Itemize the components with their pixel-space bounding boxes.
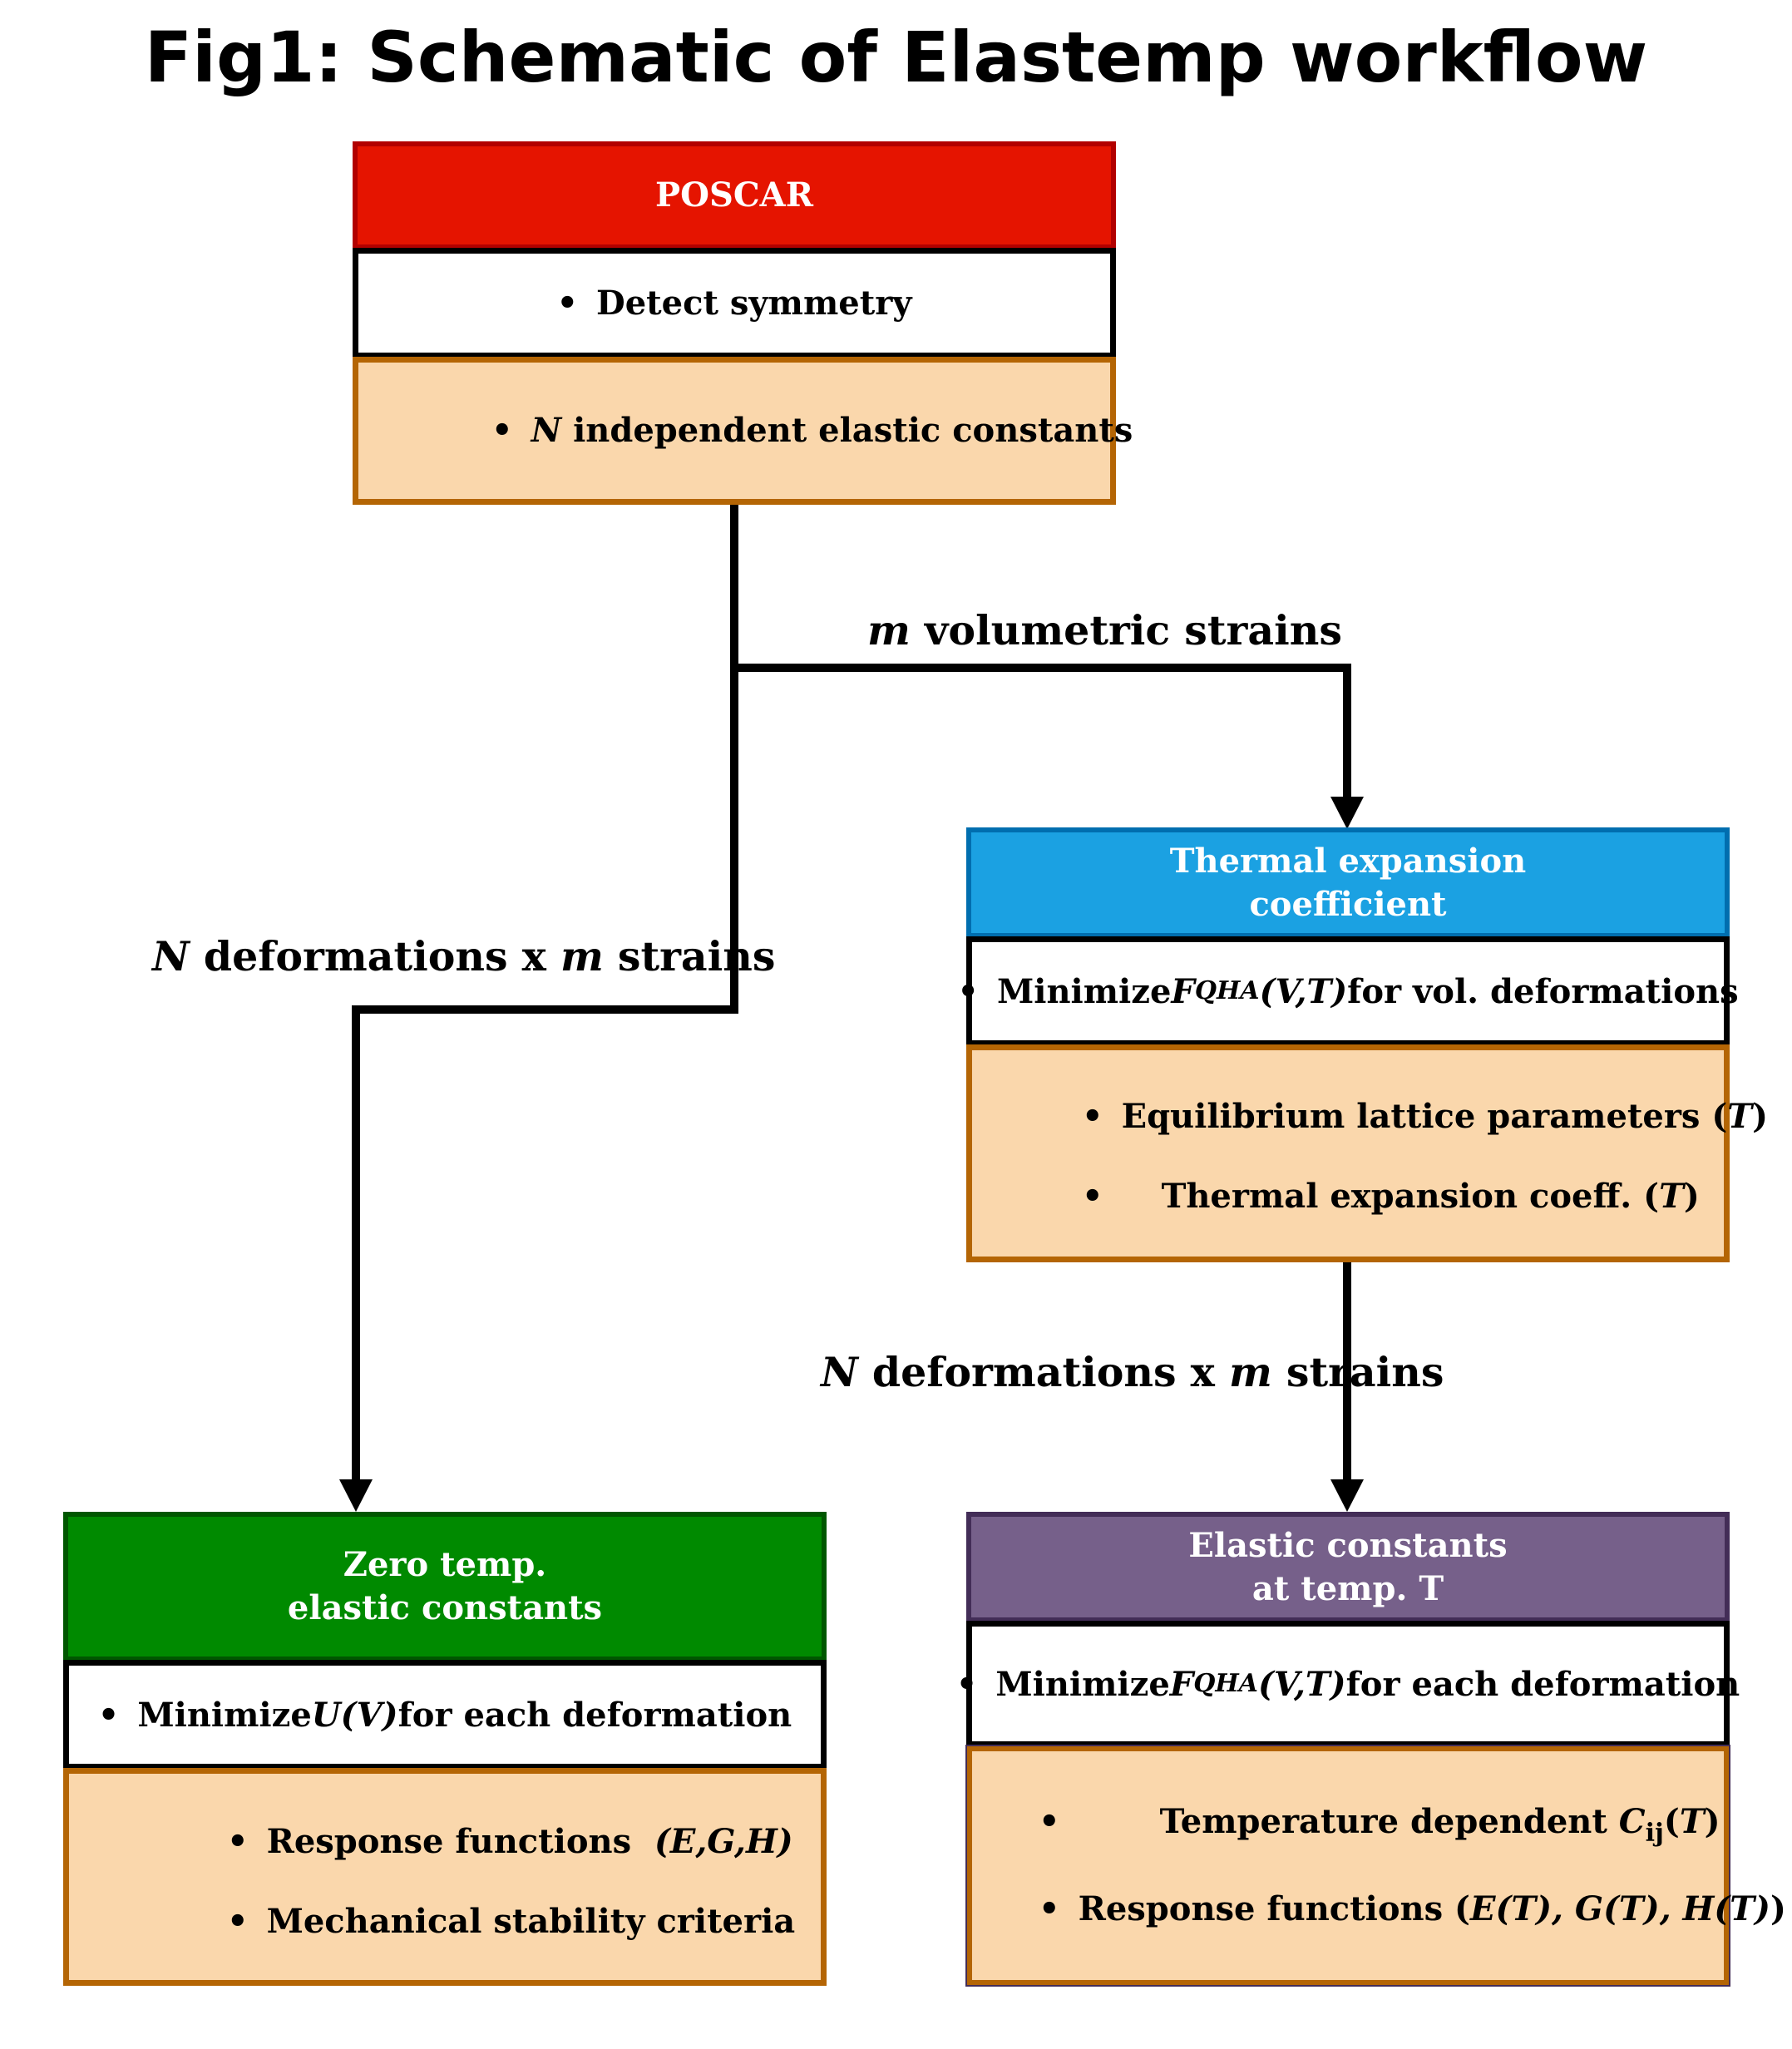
thermal-header: Thermal expansion coefficient xyxy=(966,827,1730,938)
elastic-t-out1-C: C xyxy=(1618,1802,1646,1841)
label-text: strains xyxy=(603,932,776,980)
bullet-icon: • xyxy=(97,1695,120,1735)
zero-step-U: U(V) xyxy=(311,1695,398,1735)
thermal-out2-T: T xyxy=(1659,1177,1684,1216)
label-text: deformations x xyxy=(189,932,560,980)
bullet-icon: • xyxy=(1082,1177,1103,1216)
zero-out2: Mechanical stability criteria xyxy=(266,1902,796,1941)
connector-poscar-to-zero xyxy=(352,668,738,1484)
poscar-step: • Detect symmetry xyxy=(353,248,1116,358)
label-text: strains xyxy=(1271,1348,1444,1396)
zero-step-pre: Minimize xyxy=(137,1695,312,1735)
label-left-deformations: N deformations x m strains xyxy=(152,931,775,981)
thermal-out1-post: ) xyxy=(1752,1097,1768,1136)
bullet-icon: • xyxy=(491,411,513,450)
page-title: Fig1: Schematic of Elastemp workflow xyxy=(144,17,1648,98)
thermal-header-line1: Thermal expansion xyxy=(1169,841,1527,881)
thermal-out2-post: ) xyxy=(1683,1177,1700,1216)
elastic-t-step-F: F xyxy=(1169,1664,1194,1704)
label-text: volumetric strains xyxy=(910,606,1342,654)
zero-step: • Minimize U(V) for each deformation xyxy=(63,1660,827,1770)
bullet-icon: • xyxy=(957,971,979,1011)
poscar-step-text: Detect symmetry xyxy=(596,284,912,323)
elastic-t-step-pre: Minimize xyxy=(995,1664,1170,1704)
zero-out1-it: (E,G,H) xyxy=(654,1822,793,1861)
thermal-step-args: (V,T) xyxy=(1259,971,1348,1011)
arrowhead-zero xyxy=(339,1479,373,1512)
zero-output: • Response functions (E,G,H) • Mechanical … xyxy=(63,1768,827,1986)
label-m: m xyxy=(867,606,911,654)
label-text: deformations x xyxy=(857,1348,1229,1396)
bullet-icon: • xyxy=(227,1822,249,1861)
elastic-t-out1-close: ) xyxy=(1704,1802,1720,1841)
elastic-t-step-args: (V,T) xyxy=(1257,1664,1346,1704)
label-right-deformations: N deformations x m strains xyxy=(821,1347,1444,1397)
poscar-header: POSCAR xyxy=(353,141,1116,249)
poscar-output-text: independent elastic constants xyxy=(561,411,1133,450)
thermal-step-sub: QHA xyxy=(1194,976,1260,1005)
bullet-icon: • xyxy=(1039,1802,1060,1841)
arrowhead-thermal xyxy=(1330,797,1364,829)
elastic-t-out1-sub: ij xyxy=(1645,1819,1664,1848)
elastic-t-out2-pre: Response functions ( xyxy=(1078,1889,1470,1928)
zero-step-post: for each deformation xyxy=(397,1695,792,1735)
thermal-out1-T: T xyxy=(1727,1097,1753,1136)
bullet-icon: • xyxy=(556,284,579,323)
label-m: m xyxy=(1228,1348,1272,1396)
thermal-step-F: F xyxy=(1171,971,1195,1011)
elastic-t-out1-open: ( xyxy=(1663,1802,1680,1841)
zero-header-line2: elastic constants xyxy=(287,1588,603,1627)
elastic-t-step-post: for each deformation xyxy=(1345,1664,1740,1704)
poscar-output-N: N xyxy=(531,411,562,450)
thermal-header-line2: coefficient xyxy=(1249,884,1447,924)
connector-poscar-to-thermal xyxy=(730,505,1351,800)
zero-header: Zero temp. elastic constants xyxy=(63,1512,827,1661)
elastic-t-step-sub: QHA xyxy=(1193,1669,1258,1698)
label-volumetric-strains: m volumetric strains xyxy=(867,605,1342,655)
label-N: N xyxy=(152,932,190,980)
bullet-icon: • xyxy=(1039,1889,1060,1928)
label-N: N xyxy=(821,1348,858,1396)
label-m: m xyxy=(560,932,604,980)
zero-out1-pre: Response functions xyxy=(266,1822,654,1861)
poscar-output: • N independent elastic constants xyxy=(353,357,1133,505)
elastic-t-out1-pre: Temperature dependent xyxy=(1159,1802,1619,1841)
poscar-header-label: POSCAR xyxy=(655,175,813,215)
elastic-t-header-line2: at temp. T xyxy=(1251,1568,1444,1608)
thermal-step-post: for vol. deformations xyxy=(1347,971,1739,1011)
elastic-t-out2-post: ) xyxy=(1770,1889,1786,1928)
thermal-step-pre: Minimize xyxy=(996,971,1172,1011)
bullet-icon: • xyxy=(227,1902,249,1941)
elastic-t-header: Elastic constants at temp. T xyxy=(966,1512,1730,1622)
elastic-t-out1-T: T xyxy=(1679,1802,1705,1841)
arrowhead-elastic xyxy=(1330,1479,1364,1512)
bullet-icon: • xyxy=(955,1664,978,1704)
zero-header-line1: Zero temp. xyxy=(343,1545,547,1584)
thermal-out2-pre: Thermal expansion coeff. ( xyxy=(1161,1177,1660,1216)
elastic-t-out2-it: E(T), G(T), H(T) xyxy=(1469,1889,1770,1928)
elastic-t-output: • Temperature dependent Cij(T) • Response … xyxy=(965,1745,1786,1987)
thermal-out1-pre: Equilibrium lattice parameters ( xyxy=(1121,1097,1728,1136)
elastic-t-header-line1: Elastic constants xyxy=(1188,1525,1508,1565)
thermal-output: •Equilibrium lattice parameters (T) •The… xyxy=(966,1044,1768,1262)
bullet-icon: • xyxy=(1082,1097,1103,1136)
